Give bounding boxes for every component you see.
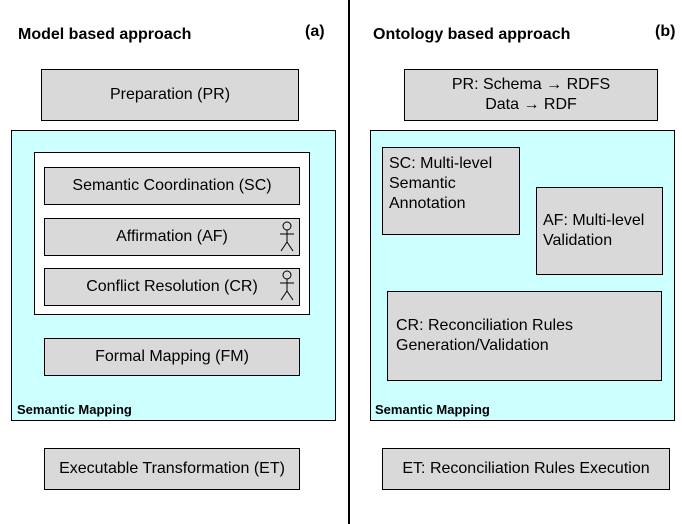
sc-annotation-box: SC: Multi-level Semantic Annotation [382, 147, 520, 235]
et-execution-label: ET: Reconciliation Rules Execution [402, 460, 650, 477]
cr-line-2: Generation/Validation [396, 337, 549, 354]
person-icon [278, 270, 296, 302]
af-validation-box: AF: Multi-level Validation [536, 187, 663, 275]
right-semantic-mapping-label: Semantic Mapping [375, 402, 490, 417]
pr-schema-box: PR: Schema → RDFS Data → RDF [404, 69, 658, 121]
et-execution-box: ET: Reconciliation Rules Execution [382, 448, 670, 490]
sc-line-2: Semantic [389, 175, 456, 192]
conflict-resolution-box: Conflict Resolution (CR) [44, 268, 300, 306]
cr-line-1: CR: Reconciliation Rules [396, 317, 573, 334]
formal-mapping-box: Formal Mapping (FM) [44, 338, 300, 376]
preparation-label: Preparation (PR) [109, 86, 231, 103]
left-heading: Model based approach [18, 26, 192, 43]
executable-transformation-label: Executable Transformation (ET) [59, 460, 285, 477]
af-line-2: Validation [543, 232, 613, 249]
vertical-divider [348, 0, 350, 524]
executable-transformation-box: Executable Transformation (ET) [44, 448, 300, 490]
left-semantic-mapping-label: Semantic Mapping [17, 402, 132, 417]
pr-schema-line: PR: Schema → RDFS [451, 76, 611, 93]
person-icon [278, 221, 296, 253]
cr-reconciliation-box: CR: Reconciliation Rules Generation/Vali… [387, 291, 662, 381]
preparation-box: Preparation (PR) [41, 69, 299, 121]
pr-data-line: Data → RDF [485, 96, 577, 113]
semantic-coordination-label: Semantic Coordination (SC) [72, 177, 272, 194]
affirmation-label: Affirmation (AF) [116, 228, 228, 245]
sc-line-1: SC: Multi-level [389, 155, 493, 172]
sc-line-3: Annotation [389, 195, 466, 212]
semantic-coordination-box: Semantic Coordination (SC) [44, 167, 300, 205]
af-line-1: AF: Multi-level [543, 212, 645, 229]
conflict-resolution-label: Conflict Resolution (CR) [86, 278, 258, 295]
left-tag: (a) [305, 23, 325, 40]
right-tag: (b) [655, 23, 676, 40]
formal-mapping-label: Formal Mapping (FM) [95, 348, 249, 365]
affirmation-box: Affirmation (AF) [44, 218, 300, 256]
right-heading: Ontology based approach [373, 26, 571, 43]
